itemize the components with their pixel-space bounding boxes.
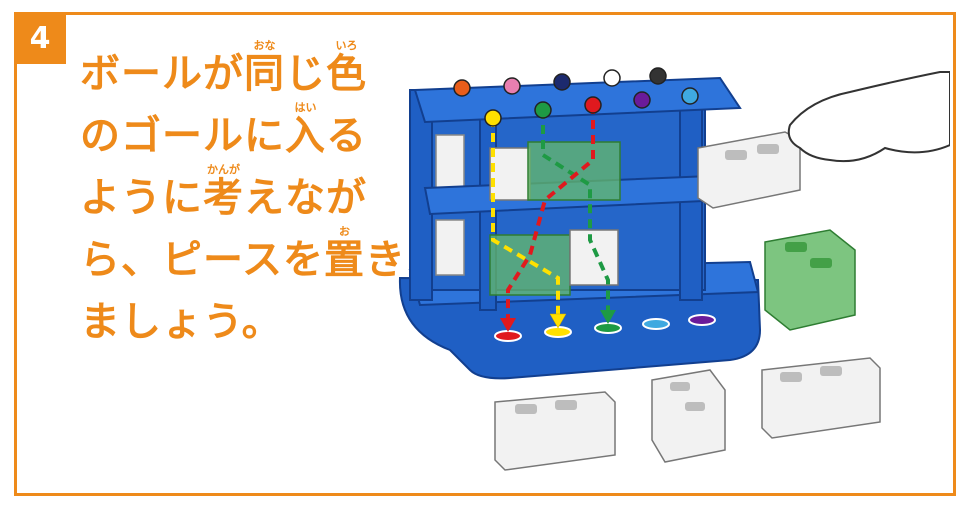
instruction-line-3: ように かんが考 えなが [80,156,400,218]
text-segment: ら、ピースを [80,237,324,283]
text-segment: ように [80,175,203,221]
piece-icon [489,147,531,201]
piece-hole [780,372,802,382]
piece-hole [670,382,690,391]
ball-icon [681,87,699,105]
furigana: いろ [335,39,358,52]
furigana: かんが [207,163,240,176]
loose-green-piece [764,229,856,331]
piece-icon [527,141,621,201]
kanji-with-furigana: いろ色 [326,40,367,97]
kanji: 置 [324,237,365,283]
kanji-with-furigana: はい入 [285,102,326,159]
kanji: 色 [326,51,367,97]
piece-icon [764,229,856,331]
kanji-with-furigana: お置 [324,226,365,283]
kanji-with-furigana: かんが考 [203,164,244,221]
placed-pieces [489,141,621,296]
piece-hole [685,402,705,411]
ball-icon [453,79,471,97]
furigana: お [339,225,350,238]
arrow-icon [549,313,567,329]
instruction-text: ボールが おな同 じ いろ色 のゴールに はい入 る ように かんが考 えなが … [80,32,405,342]
text-segment: ましょう。 [80,299,283,345]
goal-icon [494,330,522,342]
step-number: 4 [29,20,51,56]
ball-icon [553,73,571,91]
instruction-line-5: ましょう。 [80,280,400,342]
goal-icon [688,314,716,326]
text-segment: じ [285,51,326,97]
piece-icon [697,131,801,209]
balls [453,67,699,127]
ball-icon [649,67,667,85]
hand-icon [787,71,950,163]
goal-holes [494,314,716,342]
piece-hole [555,400,577,410]
arrow-icon [600,310,616,324]
arrow-icon [500,318,516,332]
piece-hole [820,366,842,376]
text-segment: る [326,113,367,159]
piece-hole [757,144,779,154]
kanji: 同 [244,51,285,97]
piece-hole [515,404,537,414]
piece-hole [725,150,747,160]
piece-icon [651,369,726,463]
instruction-line-4: ら、ピースを お置 き [80,218,405,283]
kanji: 入 [285,113,326,159]
instruction-line-1: ボールが おな同 じ いろ色 [80,32,400,94]
furigana: はい [294,101,317,114]
piece-hole [785,242,807,252]
text-segment: き [365,237,406,283]
marble-maze-illustration [398,67,950,471]
yellow-path [491,118,560,322]
red-path [506,105,595,326]
loose-white-pieces [494,357,881,471]
ball-icon [503,77,521,95]
goal-icon [642,318,670,330]
text-segment: えなが [244,175,367,221]
text-segment: ボールが [80,51,244,97]
piece-icon [489,234,571,296]
furigana: おな [253,39,276,52]
step-number-badge: 4 [14,12,66,64]
path-arrowheads [500,310,616,332]
instruction-line-2: のゴールに はい入 る [80,94,400,156]
kanji: 考 [203,175,244,221]
side-window [435,134,465,191]
piece-hole [810,258,832,268]
held-piece [697,131,801,209]
side-window [435,219,465,276]
green-path [541,110,610,318]
ball-paths [491,105,610,326]
piece-icon [569,229,619,286]
ball-icon [584,96,602,114]
goal-icon [594,322,622,334]
text-segment: のゴールに [80,113,285,159]
ball-icon [534,101,552,119]
ball-icon [484,109,502,127]
ball-icon [633,91,651,109]
ball-icon [603,69,621,87]
kanji-with-furigana: おな同 [244,40,285,97]
